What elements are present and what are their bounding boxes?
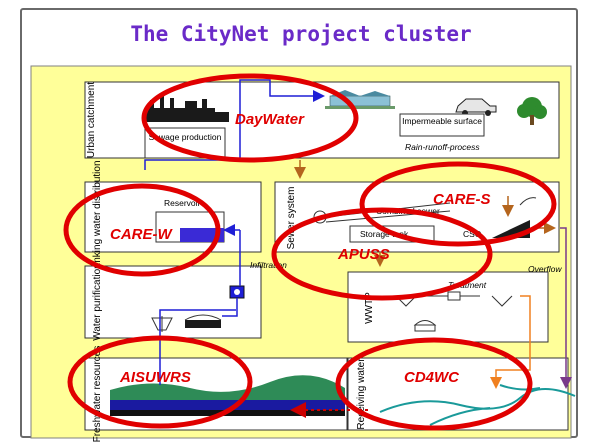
settling-tank-icon: [184, 314, 222, 328]
sewage-production-label: Sewage production: [149, 132, 222, 142]
impermeable-surface-label: Impermeable surface: [402, 116, 482, 126]
storage-tank-label: Storage tank: [360, 229, 409, 239]
freshwater-resources-label: Freshwater resources: [92, 346, 103, 443]
rain-runoff-process-label: Rain-runoff-process: [405, 142, 480, 152]
care-s-label: CARE-S: [433, 191, 491, 208]
overflow-label: Overflow: [528, 264, 562, 274]
cd4wc-ellipse: [335, 337, 533, 431]
urban-catchment-label: Urban catchment: [86, 82, 97, 158]
water-purification-label: Water purification: [92, 263, 103, 340]
impermeable-surface-box: [399, 113, 485, 137]
treatment-reactor: [447, 291, 461, 301]
drinking-water-label: Drinking water distribution: [92, 160, 103, 275]
daywater-ellipse: [141, 73, 359, 163]
receiving-water-box: [347, 357, 569, 431]
landscape-surface: [110, 375, 345, 400]
treatment-units: [395, 295, 513, 307]
care-w-label: CARE-W: [110, 226, 173, 243]
treatment-label: Treatment: [448, 280, 487, 290]
wwtp-digester-base: [414, 324, 436, 332]
receiving-water-label: Receiving water: [356, 358, 367, 430]
reservoir-label: Reservoir: [164, 198, 201, 208]
care-s-ellipse: [359, 161, 557, 247]
infiltration-label: Infiltration: [250, 260, 287, 270]
wwtp-box: [347, 271, 549, 343]
overflow-arrow: [560, 227, 572, 389]
aquifer-layer: [110, 400, 345, 410]
aisuwrs-ellipse: [67, 335, 253, 429]
tree-icon: [517, 97, 547, 125]
reservoir-water: [180, 228, 224, 242]
aisuwrs-label: AISUWRS: [119, 369, 191, 386]
sewer-outlet-curve: [519, 197, 537, 206]
cd4wc-label: CD4WC: [404, 369, 460, 386]
abstraction-pipe: [159, 309, 236, 385]
river-network-icon: [379, 384, 576, 426]
pump-icon: [229, 285, 245, 299]
cso-label: CSO: [463, 229, 482, 239]
wwtp-label: WWTP: [364, 292, 375, 324]
treated-effluent-arrow: [490, 295, 531, 389]
sewer-system-label: Sewer system: [286, 187, 297, 250]
water-purification-box: [84, 265, 262, 339]
apuss-ellipse: [271, 207, 493, 301]
slide-title: The CityNet project cluster: [130, 22, 472, 46]
clarifier-icon: [151, 316, 173, 332]
apuss-label: APUSS: [337, 246, 390, 263]
daywater-label: DayWater: [235, 111, 305, 128]
care-w-ellipse: [63, 183, 221, 277]
pump-outlet-pipe: [222, 298, 238, 317]
supply-to-catchment-arrow: [144, 79, 325, 170]
